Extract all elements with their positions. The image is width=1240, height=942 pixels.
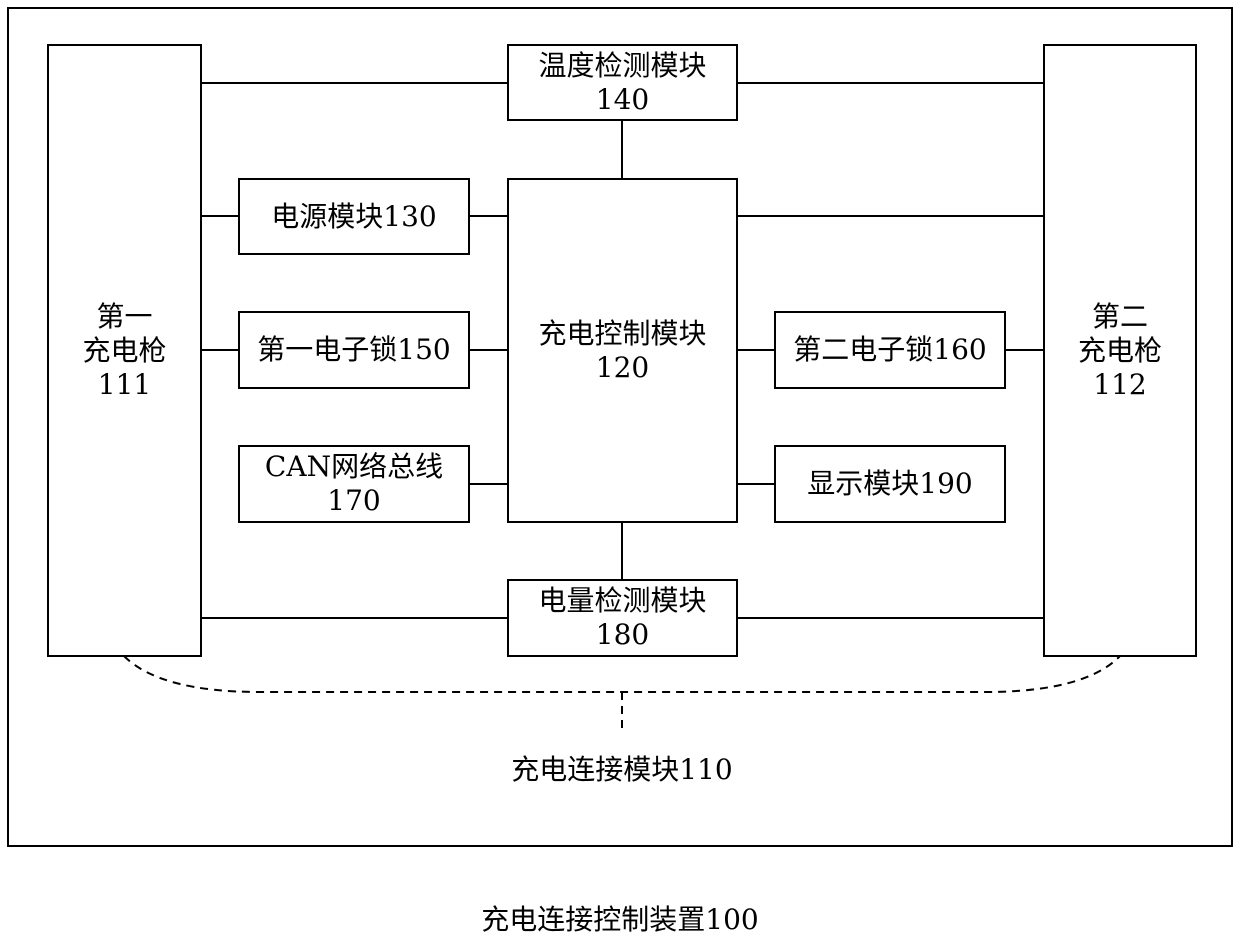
link-gun1-power — [201, 215, 240, 217]
link-control-lock2 — [737, 349, 776, 351]
link-gun1-temp — [201, 82, 508, 84]
block-number: 111 — [97, 367, 152, 401]
link-gun1-energy — [201, 617, 508, 619]
charging-control-block: 充电控制模块 120 — [507, 178, 738, 523]
block-number: 140 — [595, 82, 650, 116]
link-temp-gun2 — [737, 82, 1044, 84]
block-label: 第二电子锁160 — [793, 333, 987, 366]
block-label: 充电控制模块 — [538, 316, 707, 350]
second-charging-gun-block: 第二 充电枪 112 — [1043, 44, 1197, 657]
block-label: 充电枪 — [82, 333, 167, 367]
block-number: 120 — [595, 350, 650, 384]
link-control-display — [737, 483, 776, 485]
block-label: 第一 — [96, 299, 153, 333]
link-energy-gun2 — [737, 617, 1044, 619]
device-label: 充电连接控制装置100 — [481, 903, 759, 936]
link-control-gun2 — [737, 215, 1044, 217]
second-electronic-lock-block: 第二电子锁160 — [774, 311, 1006, 389]
block-number: 112 — [1093, 367, 1147, 401]
temperature-detection-block: 温度检测模块 140 — [507, 44, 738, 121]
power-module-block: 电源模块130 — [238, 178, 470, 255]
block-number: 170 — [327, 484, 381, 517]
block-label: 第一电子锁150 — [257, 333, 451, 366]
block-label: 温度检测模块 — [538, 48, 707, 82]
can-bus-block: CAN网络总线 170 — [238, 445, 470, 523]
link-lock2-gun2 — [1004, 349, 1044, 351]
block-label: 电量检测模块 — [538, 584, 707, 617]
block-label: CAN网络总线 — [264, 450, 444, 483]
first-electronic-lock-block: 第一电子锁150 — [238, 311, 470, 389]
link-lock1-control — [468, 349, 508, 351]
link-control-energy — [621, 521, 623, 581]
block-label: 显示模块190 — [807, 467, 973, 500]
display-module-block: 显示模块190 — [774, 445, 1006, 523]
device-frame — [7, 7, 1233, 847]
block-label: 充电枪 — [1077, 333, 1162, 367]
first-charging-gun-block: 第一 充电枪 111 — [47, 44, 202, 657]
block-label: 电源模块130 — [271, 199, 437, 233]
link-temp-control — [621, 119, 623, 179]
energy-detection-block: 电量检测模块 180 — [507, 579, 738, 657]
connection-module-label: 充电连接模块110 — [511, 753, 733, 786]
block-label: 第二 — [1091, 299, 1148, 333]
block-number: 180 — [595, 618, 650, 651]
link-gun1-lock1 — [201, 349, 240, 351]
link-can-control — [468, 483, 508, 485]
link-power-control — [468, 215, 508, 217]
